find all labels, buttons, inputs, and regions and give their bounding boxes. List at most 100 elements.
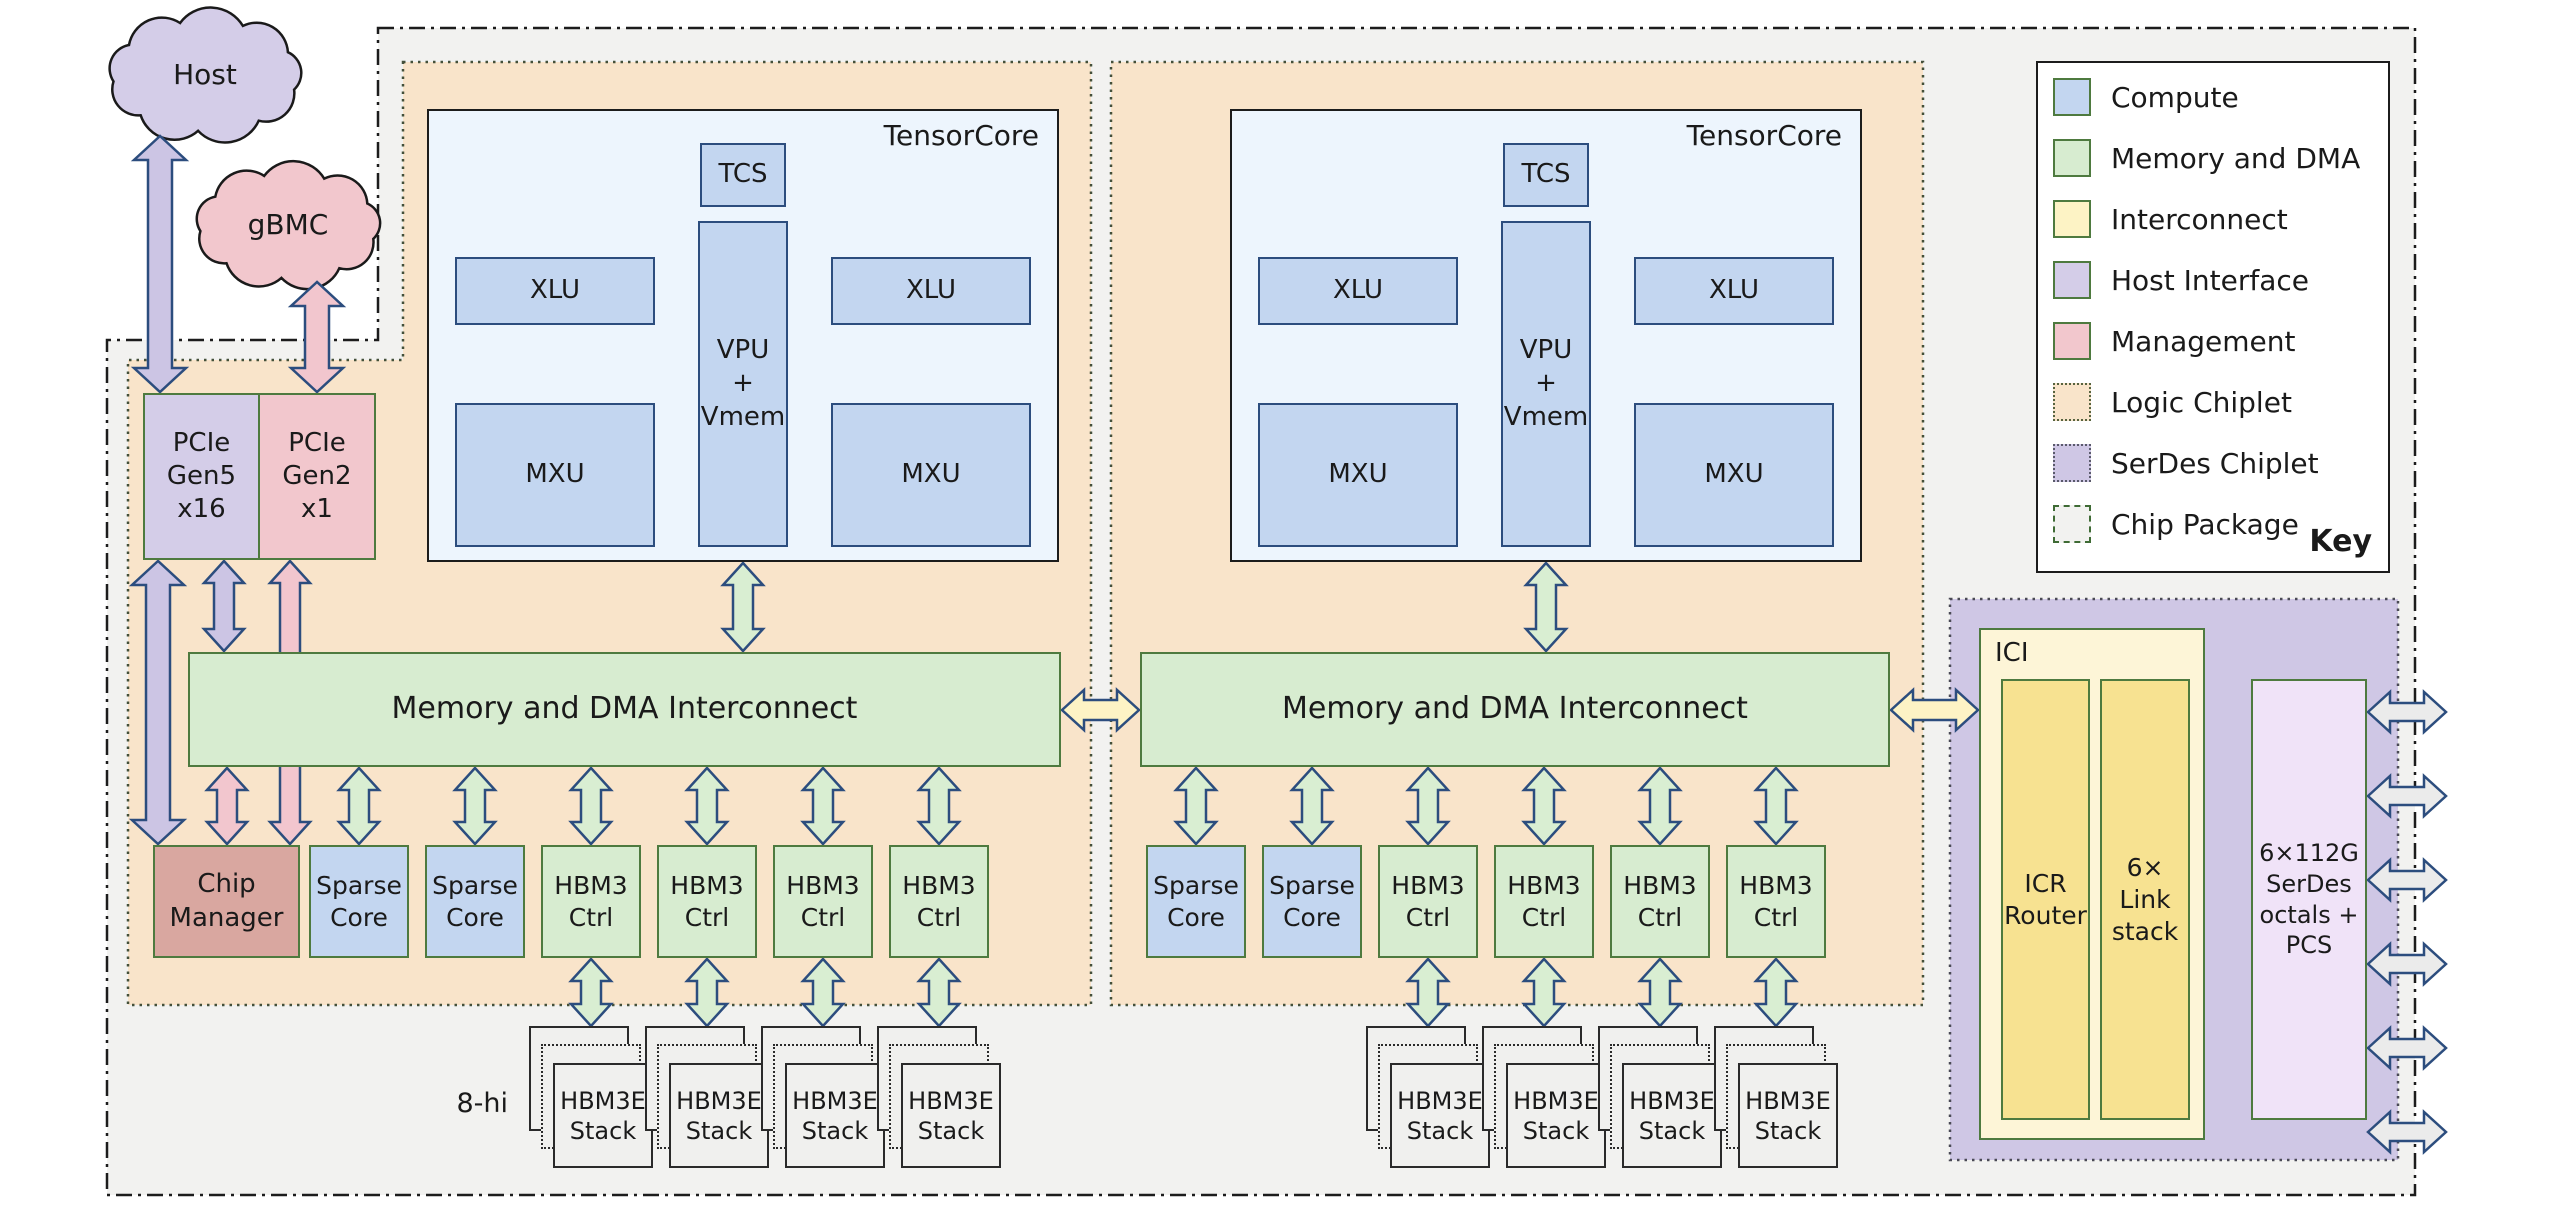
double-arrow xyxy=(2366,689,2448,735)
legend-row-interconnect: Interconnect xyxy=(2053,200,2288,238)
hbm3-ctrl-block: HBM3 Ctrl xyxy=(889,845,989,958)
mxu-unit-1-left: MXU xyxy=(455,403,655,547)
legend-row-management: Management xyxy=(2053,322,2295,360)
legend-row-memory-dma: Memory and DMA xyxy=(2053,139,2360,177)
legend-label-interconnect: Interconnect xyxy=(2111,202,2288,236)
legend-row-chip-package: Chip Package xyxy=(2053,505,2299,543)
mxu-unit-1-right: MXU xyxy=(831,403,1031,547)
legend-swatch-memory-dma xyxy=(2053,139,2091,177)
double-arrow xyxy=(128,559,188,846)
hbm3e-stack: HBM3E Stack xyxy=(901,1063,1001,1168)
icr-router-block: ICR Router xyxy=(2001,679,2090,1120)
legend-title: Key xyxy=(2309,524,2372,559)
hbm3e-stack: HBM3E Stack xyxy=(785,1063,885,1168)
double-arrow xyxy=(130,134,190,394)
double-arrow xyxy=(452,766,498,846)
sparse-core-block: Sparse Core xyxy=(309,845,409,958)
legend-label-host-interface: Host Interface xyxy=(2111,263,2310,297)
hbm3-ctrl-block: HBM3 Ctrl xyxy=(657,845,757,958)
legend-swatch-serdes-chiplet xyxy=(2053,444,2091,482)
host-cloud-label: Host xyxy=(173,58,237,91)
hbm3-ctrl-block: HBM3 Ctrl xyxy=(1494,845,1594,958)
tcs-unit-2: TCS xyxy=(1503,143,1589,207)
xlu-unit-1-right: XLU xyxy=(831,257,1031,325)
legend-row-host-interface: Host Interface xyxy=(2053,261,2309,299)
serdes-octals-block: 6×112G SerDes octals + PCS xyxy=(2251,679,2367,1120)
double-arrow xyxy=(1173,766,1219,846)
legend-label-chip-package: Chip Package xyxy=(2111,507,2299,541)
mxu-unit-2-right: MXU xyxy=(1634,403,1834,547)
double-arrow xyxy=(1521,766,1567,846)
chip-manager-block: Chip Manager xyxy=(153,845,300,958)
legend-label-management: Management xyxy=(2111,324,2296,358)
double-arrow xyxy=(336,766,382,846)
legend-swatch-host-interface xyxy=(2053,261,2091,299)
tensorcore-1-title: TensorCore xyxy=(883,119,1039,152)
hbm3-ctrl-block: HBM3 Ctrl xyxy=(541,845,641,958)
gbmc-cloud-label: gBMC xyxy=(247,208,329,241)
arrows-layer xyxy=(128,134,2448,1155)
double-arrow xyxy=(684,766,730,846)
sparse-core-block: Sparse Core xyxy=(1262,845,1362,958)
tensorcore-2-title: TensorCore xyxy=(1686,119,1842,152)
pcie-gen5-block: PCIe Gen5 x16 xyxy=(143,393,260,560)
legend-row-compute: Compute xyxy=(2053,78,2239,116)
legend-swatch-chip-package xyxy=(2053,505,2091,543)
memory-dma-interconnect-1: Memory and DMA Interconnect xyxy=(188,652,1061,767)
clouds-layer xyxy=(108,6,382,291)
hbm3e-stack: HBM3E Stack xyxy=(1738,1063,1838,1168)
vpu-vmem-unit-2: VPU + Vmem xyxy=(1501,221,1591,547)
hbm3e-stack: HBM3E Stack xyxy=(553,1063,653,1168)
double-arrow xyxy=(1753,766,1799,846)
link-stack-block: 6× Link stack xyxy=(2100,679,2190,1120)
legend-label-compute: Compute xyxy=(2111,80,2239,114)
sparse-core-block: Sparse Core xyxy=(1146,845,1246,958)
double-arrow xyxy=(204,766,250,846)
ici-title: ICI xyxy=(1995,638,2029,668)
mxu-unit-2-left: MXU xyxy=(1258,403,1458,547)
double-arrow xyxy=(1637,766,1683,846)
legend-key-box xyxy=(2036,61,2390,573)
legend-label-logic-chiplet: Logic Chiplet xyxy=(2111,385,2292,419)
vpu-vmem-unit-1: VPU + Vmem xyxy=(698,221,788,547)
legend-label-serdes-chiplet: SerDes Chiplet xyxy=(2111,446,2319,480)
hbm3-ctrl-block: HBM3 Ctrl xyxy=(1610,845,1710,958)
xlu-unit-2-left: XLU xyxy=(1258,257,1458,325)
hbm3e-stack: HBM3E Stack xyxy=(1506,1063,1606,1168)
double-arrow xyxy=(2366,1025,2448,1071)
xlu-unit-1-left: XLU xyxy=(455,257,655,325)
hbm3e-stack: HBM3E Stack xyxy=(1390,1063,1490,1168)
pcie-gen2-block: PCIe Gen2 x1 xyxy=(258,393,376,560)
double-arrow xyxy=(287,280,347,394)
hbm3-ctrl-block: HBM3 Ctrl xyxy=(1378,845,1478,958)
memory-dma-interconnect-2: Memory and DMA Interconnect xyxy=(1140,652,1890,767)
legend-swatch-management xyxy=(2053,322,2091,360)
double-arrow xyxy=(800,766,846,846)
double-arrow xyxy=(1405,766,1451,846)
double-arrow xyxy=(1289,766,1335,846)
hbm-stack-height-label: 8-hi xyxy=(456,1088,508,1119)
hbm3e-stack: HBM3E Stack xyxy=(669,1063,769,1168)
double-arrow xyxy=(201,559,247,653)
legend-swatch-logic-chiplet xyxy=(2053,383,2091,421)
legend-row-serdes-chiplet: SerDes Chiplet xyxy=(2053,444,2319,482)
double-arrow xyxy=(1889,687,1980,733)
double-arrow xyxy=(2366,773,2448,819)
hbm3e-stack: HBM3E Stack xyxy=(1622,1063,1722,1168)
double-arrow xyxy=(2366,1109,2448,1155)
host-cloud xyxy=(108,6,303,144)
xlu-unit-2-right: XLU xyxy=(1634,257,1834,325)
legend-swatch-interconnect xyxy=(2053,200,2091,238)
double-arrow xyxy=(1523,561,1569,653)
double-arrow xyxy=(568,766,614,846)
double-arrow xyxy=(2366,857,2448,903)
legend-row-logic-chiplet: Logic Chiplet xyxy=(2053,383,2292,421)
sparse-core-block: Sparse Core xyxy=(425,845,525,958)
hbm3-ctrl-block: HBM3 Ctrl xyxy=(773,845,873,958)
double-arrow xyxy=(1060,687,1141,733)
hbm3-ctrl-block: HBM3 Ctrl xyxy=(1726,845,1826,958)
double-arrow xyxy=(720,561,766,653)
double-arrow xyxy=(2366,941,2448,987)
tcs-unit-1: TCS xyxy=(700,143,786,207)
